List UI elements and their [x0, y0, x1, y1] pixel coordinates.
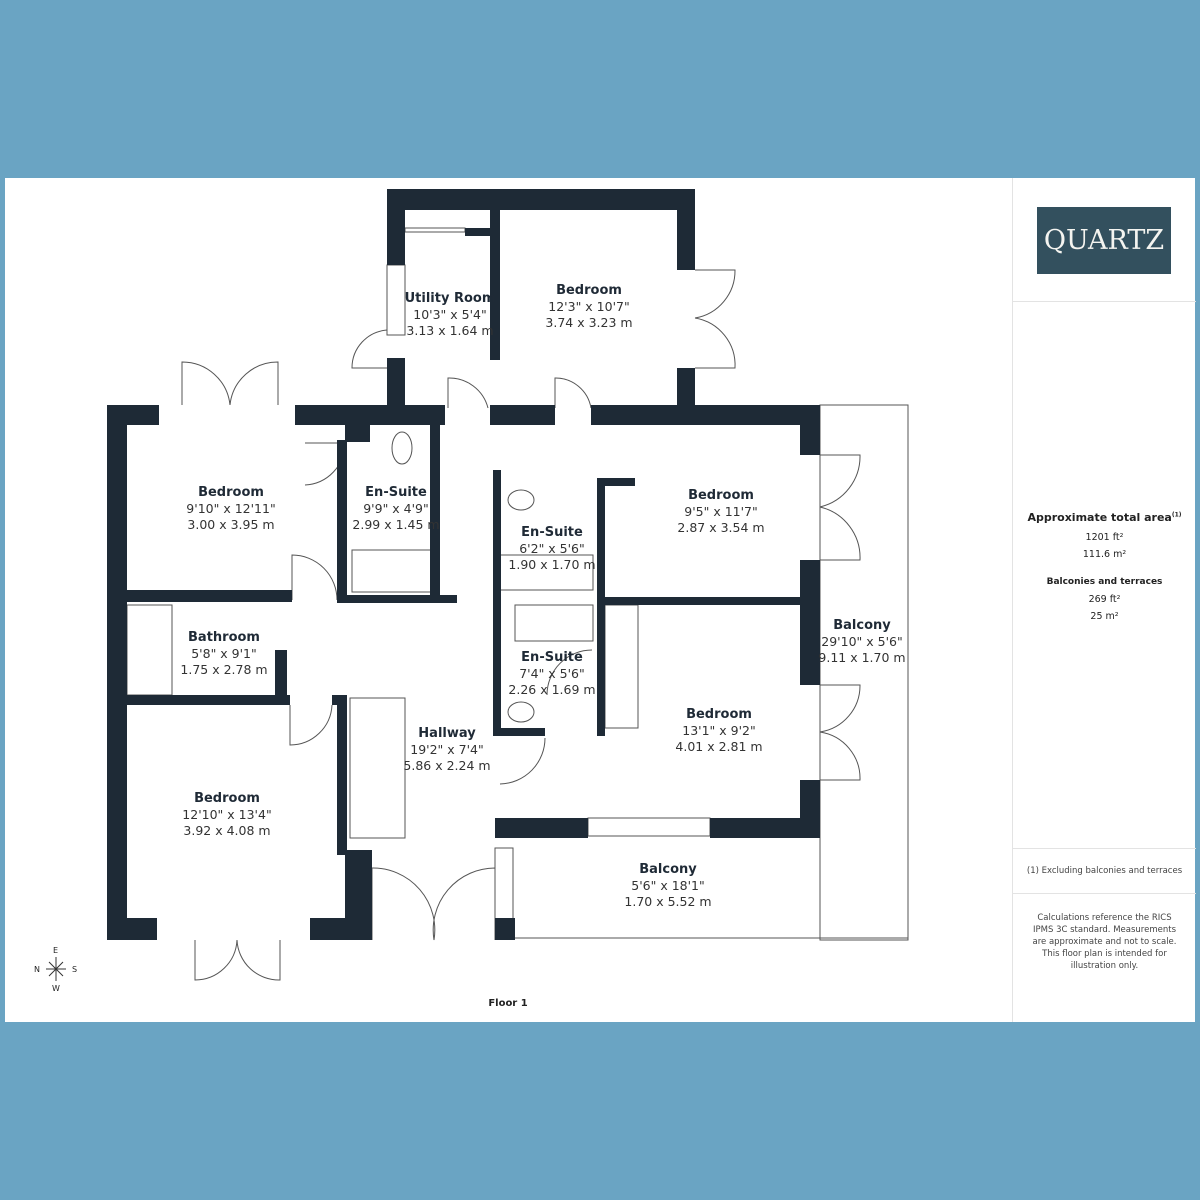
footnote: (1) Excluding balconies and terraces — [1026, 866, 1183, 876]
total-area-title: Approximate total area(1) — [1013, 511, 1196, 524]
room-name: Bedroom — [688, 488, 754, 503]
room-imperial: 19'2" x 7'4" — [410, 742, 484, 757]
logo-text: QUARTZ — [1043, 225, 1165, 256]
room-metric: 3.13 x 1.64 m — [406, 323, 494, 338]
balconies-m: 25 m² — [1090, 611, 1119, 622]
room-metric: 9.11 x 1.70 m — [818, 650, 906, 665]
total-area-m: 111.6 m² — [1082, 549, 1127, 560]
total-area-title-text: Approximate total area — [1027, 511, 1172, 524]
floor-label: Floor 1 — [488, 998, 528, 1009]
walls — [107, 189, 820, 940]
balcony-outline — [819, 404, 909, 941]
room-name: En-Suite — [521, 525, 583, 540]
compass-e: E — [53, 946, 59, 955]
room-imperial: 29'10" x 5'6" — [821, 634, 903, 649]
room-name: En-Suite — [521, 650, 583, 665]
room-name: Bathroom — [188, 630, 260, 645]
room-imperial: 9'10" x 12'11" — [186, 501, 276, 516]
room-metric: 3.74 x 3.23 m — [545, 315, 633, 330]
room-imperial: 9'5" x 11'7" — [684, 504, 758, 519]
room-metric: 2.99 x 1.45 m — [352, 517, 440, 532]
compass-w: W — [52, 984, 60, 993]
room-imperial: 7'4" x 5'6" — [519, 666, 585, 681]
room-imperial: 9'9" x 4'9" — [363, 501, 429, 516]
room-metric: 5.86 x 2.24 m — [403, 758, 491, 773]
room-metric: 2.87 x 3.54 m — [677, 520, 765, 535]
room-name: Balcony — [833, 618, 891, 633]
room-imperial: 6'2" x 5'6" — [519, 541, 585, 556]
room-metric: 1.70 x 5.52 m — [624, 894, 712, 909]
balconies-ft: 269 ft² — [1088, 594, 1121, 605]
room-metric: 3.92 x 4.08 m — [183, 823, 271, 838]
room-metric: 1.90 x 1.70 m — [508, 557, 596, 572]
room-imperial: 12'3" x 10'7" — [548, 299, 630, 314]
room-name: Balcony — [639, 862, 697, 877]
total-area-ft: 1201 ft² — [1085, 532, 1124, 543]
room-imperial: 5'8" x 9'1" — [191, 646, 257, 661]
compass-icon: E N S W — [32, 946, 80, 993]
room-name: Bedroom — [194, 791, 260, 806]
room-imperial: 13'1" x 9'2" — [682, 723, 756, 738]
room-metric: 4.01 x 2.81 m — [675, 739, 763, 754]
quartz-logo: QUARTZ — [1037, 207, 1171, 274]
room-metric: 3.00 x 3.95 m — [187, 517, 275, 532]
room-name: Hallway — [418, 726, 476, 741]
room-imperial: 12'10" x 13'4" — [182, 807, 272, 822]
compass-n: N — [34, 965, 40, 974]
room-imperial: 5'6" x 18'1" — [631, 878, 705, 893]
room-metric: 2.26 x 1.69 m — [508, 682, 596, 697]
room-name: En-Suite — [365, 485, 427, 500]
balconies-title: Balconies and terraces — [1046, 577, 1163, 587]
footnote-mark: (1) — [1171, 511, 1182, 519]
room-name: Bedroom — [198, 485, 264, 500]
room-name: Bedroom — [556, 283, 622, 298]
room-name: Utility Room — [404, 291, 496, 306]
compass-s: S — [72, 965, 78, 974]
room-metric: 1.75 x 2.78 m — [180, 662, 268, 677]
room-name: Bedroom — [686, 707, 752, 722]
info-panel: QUARTZ Approximate total area(1) 1201 ft… — [1012, 178, 1196, 1022]
room-imperial: 10'3" x 5'4" — [413, 307, 487, 322]
disclaimer: Calculations reference the RICS IPMS 3C … — [1032, 913, 1177, 971]
